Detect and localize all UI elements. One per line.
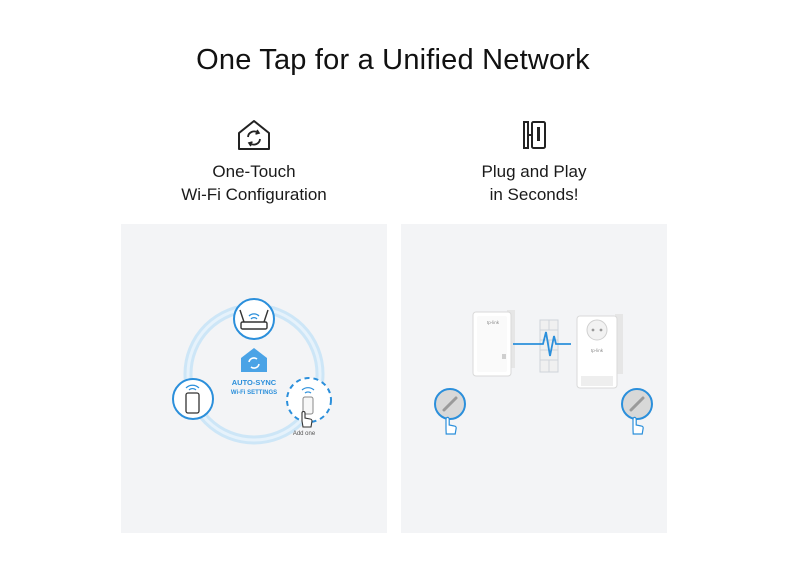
router-icon	[239, 309, 269, 330]
auto-sync-panel: Add one AUTO-SYNC Wi-Fi SETTINGS	[121, 224, 387, 533]
hand-pointer-icon	[301, 411, 313, 428]
add-one-label: Add one	[293, 431, 316, 437]
wifi-settings-label: Wi-Fi SETTINGS	[231, 390, 277, 396]
plug-and-play-panel: tp-link tp-link	[401, 224, 667, 533]
powerline-adapter-left: tp-link	[472, 310, 515, 377]
router-node	[233, 298, 275, 340]
add-device-node	[286, 377, 332, 428]
auto-sync-label: AUTO-SYNC	[232, 378, 277, 387]
brand-label: tp-link	[591, 348, 604, 353]
page-title: One Tap for a Unified Network	[196, 44, 590, 76]
auto-sync-diagram: Add one AUTO-SYNC Wi-Fi SETTINGS	[172, 298, 332, 445]
pair-button-left	[434, 388, 466, 435]
feature-label: One-Touch Wi-Fi Configuration	[121, 160, 387, 206]
pair-button-right	[621, 388, 653, 435]
plug-device-icon	[523, 121, 546, 149]
powerline-adapter-right: tp-link	[576, 314, 623, 389]
feature-label: Plug and Play in Seconds!	[401, 160, 667, 206]
hand-pointer-icon	[445, 416, 457, 435]
hand-pointer-icon	[632, 416, 644, 435]
plug-and-play-diagram: tp-link tp-link	[434, 310, 653, 435]
phone-node	[172, 378, 214, 420]
feature-one-touch: One-Touch Wi-Fi Configuration	[121, 118, 387, 206]
phone-icon	[185, 384, 200, 414]
feature-label-line1: One-Touch	[212, 162, 296, 181]
feature-label-line2: in Seconds!	[489, 185, 579, 204]
feature-label-line2: Wi-Fi Configuration	[181, 185, 327, 204]
powerline-connection	[513, 331, 571, 357]
extender-icon	[301, 387, 315, 415]
house-sync-icon	[238, 120, 270, 150]
feature-plug-and-play: Plug and Play in Seconds!	[401, 118, 667, 206]
feature-label-line1: Plug and Play	[481, 162, 587, 181]
auto-sync-house-icon	[241, 348, 267, 372]
brand-label: tp-link	[487, 320, 500, 325]
